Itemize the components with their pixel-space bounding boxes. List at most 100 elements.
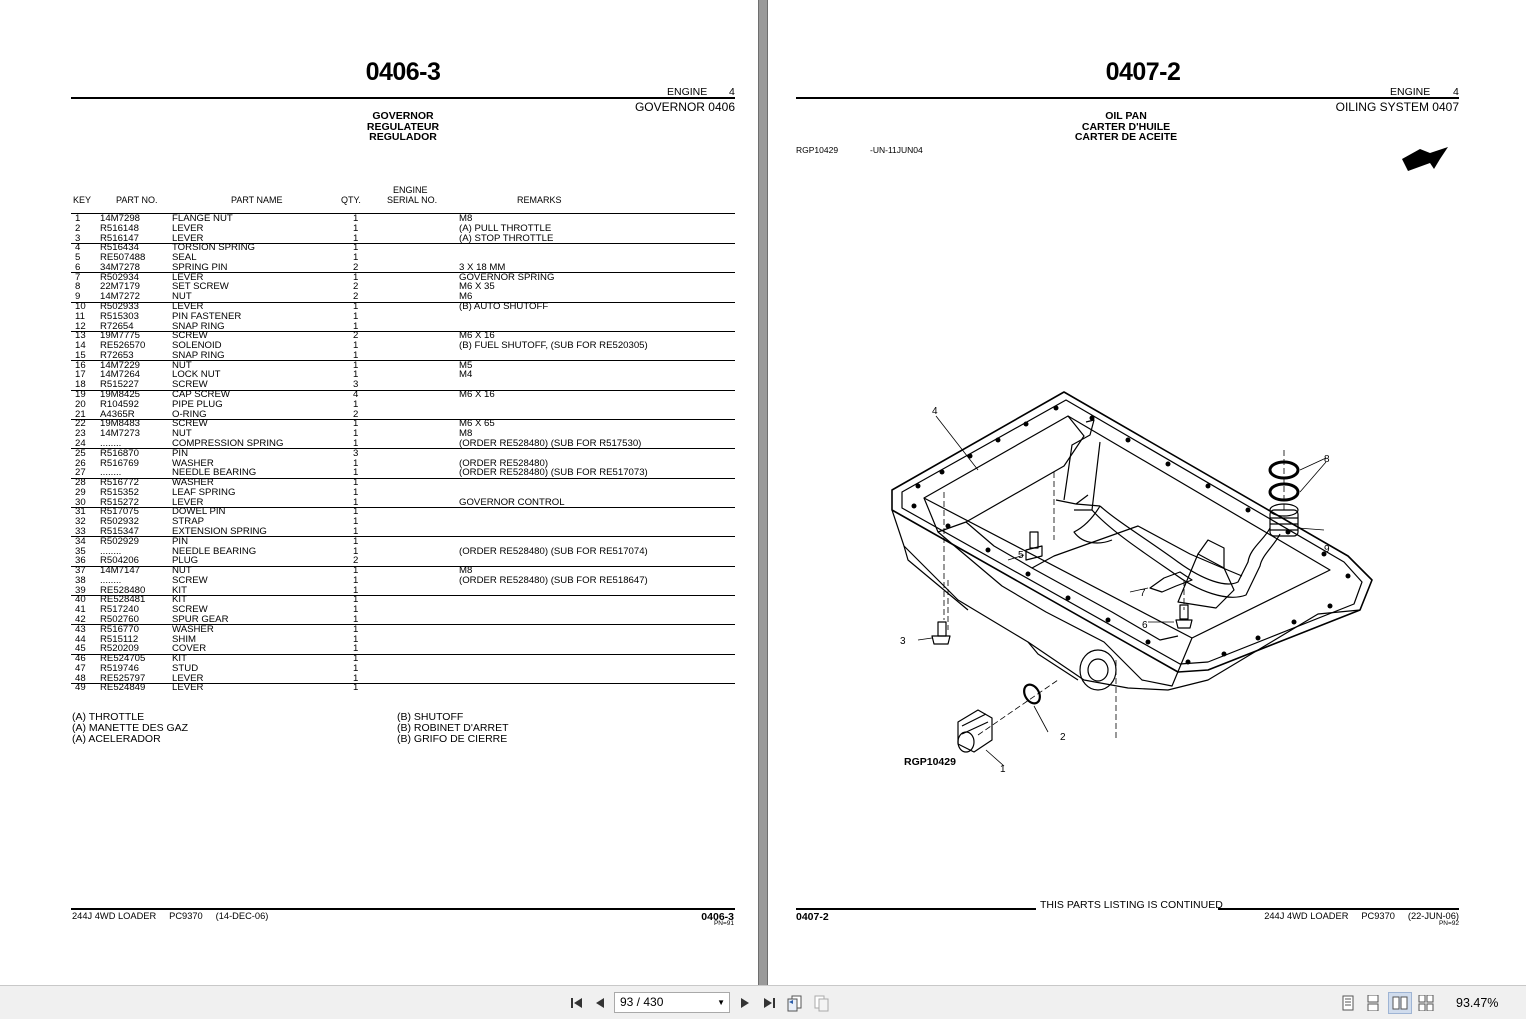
callout-4-label: 4 bbox=[932, 406, 938, 417]
row-part-no: RE524849 bbox=[100, 682, 146, 694]
header-rule bbox=[796, 97, 1459, 99]
row-key: 48 bbox=[75, 672, 86, 684]
zoom-level[interactable]: 93.47% bbox=[1456, 996, 1499, 1010]
row-qty: 1 bbox=[353, 232, 359, 244]
group-rule bbox=[71, 565, 735, 567]
row-qty: 1 bbox=[353, 340, 359, 352]
row-remarks: GOVERNOR CONTROL bbox=[459, 496, 565, 508]
group-rule bbox=[71, 272, 735, 274]
row-qty: 1 bbox=[353, 252, 359, 264]
row-qty: 1 bbox=[353, 213, 359, 224]
row-part-name: TORSION SPRING bbox=[172, 242, 255, 254]
footnotes-b: (B) SHUTOFF (B) ROBINET D'ARRET (B) GRIF… bbox=[397, 712, 509, 745]
row-part-name: LEVER bbox=[172, 672, 204, 684]
page-select[interactable]: 93 / 430 ▼ bbox=[614, 992, 730, 1013]
row-part-name: LOCK NUT bbox=[172, 369, 221, 381]
row-key: 16 bbox=[75, 359, 86, 371]
footer-page-number: 0406-3 bbox=[701, 911, 734, 923]
row-qty: 1 bbox=[353, 310, 359, 322]
row-remarks: (ORDER RE528480) (SUB FOR RE517073) bbox=[459, 467, 648, 479]
row-part-name: NEEDLE BEARING bbox=[172, 467, 257, 479]
row-key: 35 bbox=[75, 545, 86, 557]
row-qty: 1 bbox=[353, 428, 359, 440]
row-part-name: COVER bbox=[172, 643, 207, 655]
row-key: 26 bbox=[75, 457, 86, 469]
row-key: 40 bbox=[75, 594, 86, 606]
row-part-no: ........ bbox=[100, 437, 122, 449]
row-qty: 1 bbox=[353, 369, 359, 381]
row-part-no: 14M7264 bbox=[100, 369, 141, 381]
row-part-name: SHIM bbox=[172, 633, 196, 645]
page-number: 0406-3 bbox=[365, 58, 441, 86]
page-indicator: 93 / 430 bbox=[620, 995, 664, 1009]
last-page-icon[interactable] bbox=[760, 994, 778, 1012]
row-qty: 1 bbox=[353, 672, 359, 684]
row-remarks: M4 bbox=[459, 369, 473, 381]
row-key: 32 bbox=[75, 516, 86, 528]
row-qty: 1 bbox=[353, 242, 359, 254]
previous-page-icon[interactable] bbox=[592, 994, 610, 1012]
callout-8-label: 8 bbox=[1324, 454, 1330, 465]
oil-pan-diagram: 1 2 3 4 5 6 7 8 9 bbox=[891, 391, 1373, 775]
footer-page-number: 0407-2 bbox=[796, 911, 829, 923]
row-qty: 1 bbox=[353, 653, 359, 665]
row-remarks: M6 X 65 bbox=[459, 418, 495, 430]
row-remarks: M5 bbox=[459, 359, 473, 371]
figure-date: -UN-11JUN04 bbox=[870, 145, 923, 155]
next-view-icon[interactable] bbox=[812, 994, 830, 1012]
facing-view-button[interactable] bbox=[1388, 992, 1412, 1014]
row-key: 34 bbox=[75, 535, 86, 547]
row-part-no: R516769 bbox=[100, 457, 139, 469]
footer-model: 244J 4WD LOADER PC9370 (14-DEC-06) bbox=[72, 911, 269, 921]
first-page-icon[interactable] bbox=[568, 994, 586, 1012]
previous-view-icon[interactable] bbox=[786, 994, 804, 1012]
row-part-name: STUD bbox=[172, 662, 199, 674]
row-key: 23 bbox=[75, 428, 86, 440]
group-rule bbox=[71, 389, 735, 391]
footnote: (B) SHUTOFF bbox=[397, 711, 464, 723]
row-qty: 1 bbox=[353, 682, 359, 694]
row-part-no: R502933 bbox=[100, 301, 139, 313]
row-qty: 1 bbox=[353, 535, 359, 547]
next-page-icon[interactable] bbox=[735, 994, 753, 1012]
continuous-facing-view-icon[interactable] bbox=[1418, 995, 1434, 1011]
row-part-no: R515272 bbox=[100, 496, 139, 508]
row-key: 18 bbox=[75, 379, 86, 391]
row-remarks: GOVERNOR SPRING bbox=[459, 271, 555, 283]
row-qty: 1 bbox=[353, 477, 359, 489]
row-part-name: FLANGE NUT bbox=[172, 213, 233, 224]
row-part-name: SPRING PIN bbox=[172, 261, 228, 273]
row-key: 20 bbox=[75, 398, 86, 410]
row-part-no: 19M8483 bbox=[100, 418, 141, 430]
callout-1-label: 1 bbox=[1000, 764, 1006, 775]
row-part-name: SEAL bbox=[172, 252, 197, 264]
row-key: 7 bbox=[75, 271, 81, 283]
footer-rule bbox=[1218, 908, 1459, 910]
row-part-no: ........ bbox=[100, 545, 122, 557]
footnote: (A) ACELERADOR bbox=[72, 733, 161, 745]
row-part-no: RE528480 bbox=[100, 584, 146, 596]
single-page-view-icon[interactable] bbox=[1340, 995, 1356, 1011]
continued-note: THIS PARTS LISTING IS CONTINUED bbox=[1040, 899, 1223, 911]
row-remarks: (B) AUTO SHUTOFF bbox=[459, 301, 549, 313]
chevron-down-icon: ▼ bbox=[717, 998, 725, 1007]
row-remarks: (ORDER RE528480) bbox=[459, 457, 549, 469]
row-qty: 1 bbox=[353, 398, 359, 410]
row-qty: 1 bbox=[353, 271, 359, 283]
row-qty: 1 bbox=[353, 457, 359, 469]
header-engine-number: 4 bbox=[1453, 86, 1459, 98]
continuous-view-icon[interactable] bbox=[1365, 995, 1381, 1011]
row-part-no: RE524705 bbox=[100, 653, 146, 665]
row-part-no: R517240 bbox=[100, 604, 139, 616]
figure-caption: RGP10429 bbox=[904, 756, 956, 768]
row-part-name: NUT bbox=[172, 291, 192, 303]
